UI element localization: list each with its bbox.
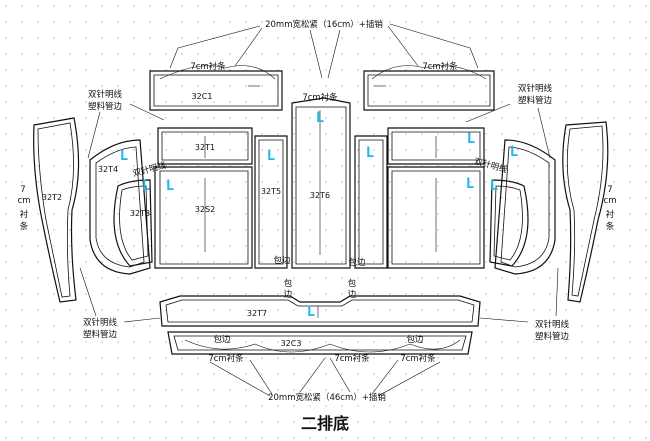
binding-mid-right: 包边 xyxy=(348,257,366,268)
bottom-callout-text: 20mm宽松紧（46cm）+插销 xyxy=(268,392,386,403)
label-32c1: 32C1 xyxy=(192,92,213,101)
l-mark-t4: L xyxy=(120,148,128,164)
dn-br-2: 塑料管边 xyxy=(535,331,570,342)
l-mark-mt4: L xyxy=(510,144,518,160)
side-liner-right: 7 cm 衬 条 xyxy=(604,185,617,232)
dn-br-1: 双针明线 xyxy=(535,319,570,330)
piece-32t6: 32T6 7cm衬条 L xyxy=(291,92,351,269)
binding-c3-left: 包边 xyxy=(213,334,231,345)
binding-c3-right: 包边 xyxy=(406,334,424,345)
label-32t2: 32T2 xyxy=(42,193,62,202)
label-32t6: 32T6 xyxy=(310,191,330,200)
piece-32c2: 7cm衬条 xyxy=(363,61,495,111)
l-mark-t7: L xyxy=(307,304,315,320)
piece-32t7: 32T7 L xyxy=(159,295,481,327)
diagram-title: 二排底 xyxy=(301,414,349,433)
side-liner-left: 7 cm 衬 条 xyxy=(18,185,31,232)
callout-double-needle-top-right: 双针明线 塑料管边 xyxy=(465,83,553,159)
binding-mid-left: 包边 xyxy=(273,255,291,266)
piece-32t4: 32T4 双针明线 L xyxy=(89,139,168,275)
dn-bl-2: 塑料管边 xyxy=(83,329,118,340)
dn-bl-1: 双针明线 xyxy=(83,317,118,328)
piece-32c3: 32C3 包边 包边 7cm衬条 7cm衬条 7cm衬条 xyxy=(167,331,473,364)
binding-vert-left-2: 边 xyxy=(284,289,293,300)
l-mark-mt3a: L xyxy=(466,176,474,192)
piece-mirror-t5: L xyxy=(354,135,388,269)
label-32t5: 32T5 xyxy=(261,187,281,196)
piece-mirror-t1 xyxy=(387,127,485,165)
piece-mirror-t2 xyxy=(562,121,609,303)
liner-label-c3-mid: 7cm衬条 xyxy=(334,353,370,364)
piece-32s2: 32S2 xyxy=(154,166,253,269)
dn-tr-1: 双针明线 xyxy=(518,83,553,94)
binding-vert-right-2: 边 xyxy=(348,289,357,300)
dn-tl-1: 双针明线 xyxy=(88,89,123,100)
label-32t1: 32T1 xyxy=(195,143,215,152)
liner-label-c3-right: 7cm衬条 xyxy=(400,353,436,364)
slr-4: 条 xyxy=(606,221,615,232)
l-mark-mt3b: L xyxy=(490,178,498,194)
piece-32c1: 32C1 7cm衬条 xyxy=(149,61,283,111)
label-32c3: 32C3 xyxy=(281,339,302,348)
l-mark-t3b: L xyxy=(166,178,174,194)
piece-32t2: 32T2 xyxy=(33,117,80,303)
top-callout-leaders xyxy=(169,23,479,79)
liner-label-t6: 7cm衬条 xyxy=(302,92,338,103)
label-32s2: 32S2 xyxy=(195,205,215,214)
sll-2: cm xyxy=(18,196,31,206)
piece-mirror-s2 xyxy=(387,166,485,269)
label-32t3: 32T3 xyxy=(130,209,150,218)
piece-mirror-t3: L L xyxy=(466,176,529,267)
piece-32t5: 32T5 L xyxy=(254,135,288,269)
liner-label-c1: 7cm衬条 xyxy=(190,61,226,72)
slr-2: cm xyxy=(604,196,617,206)
label-32t4: 32T4 xyxy=(98,165,118,174)
l-mark-mt1: L xyxy=(467,131,475,147)
label-32t7: 32T7 xyxy=(247,309,267,318)
callout-double-needle-top-left: 双针明线 塑料管边 xyxy=(87,89,165,159)
sll-3: 衬 xyxy=(20,209,29,220)
binding-vert-right-1: 包 xyxy=(348,278,357,289)
liner-label-c3-left: 7cm衬条 xyxy=(208,353,244,364)
slr-3: 衬 xyxy=(606,209,615,220)
slr-1: 7 xyxy=(607,185,612,195)
l-mark-t5: L xyxy=(267,148,275,164)
grid-dots xyxy=(5,5,647,439)
dn-tr-2: 塑料管边 xyxy=(518,95,553,106)
binding-vert-left-1: 包 xyxy=(284,278,293,289)
piece-32t1: 32T1 xyxy=(157,127,253,165)
piece-32t3: 32T3 L L xyxy=(113,178,174,267)
l-mark-mt5: L xyxy=(366,145,374,161)
bottom-callout-leaders xyxy=(209,357,441,397)
callout-double-needle-bottom-left: 双针明线 塑料管边 xyxy=(79,267,161,340)
top-callout-text: 20mm宽松紧（16cm）+插销 xyxy=(265,19,383,30)
dn-tl-2: 塑料管边 xyxy=(88,101,123,112)
liner-label-c2: 7cm衬条 xyxy=(422,61,458,72)
l-mark-t6: L xyxy=(316,110,324,126)
sll-4: 条 xyxy=(20,221,29,232)
callout-double-needle-bottom-right: 双针明线 塑料管边 xyxy=(479,267,570,342)
sll-1: 7 xyxy=(20,185,25,195)
l-mark-t3a: L xyxy=(142,178,150,194)
